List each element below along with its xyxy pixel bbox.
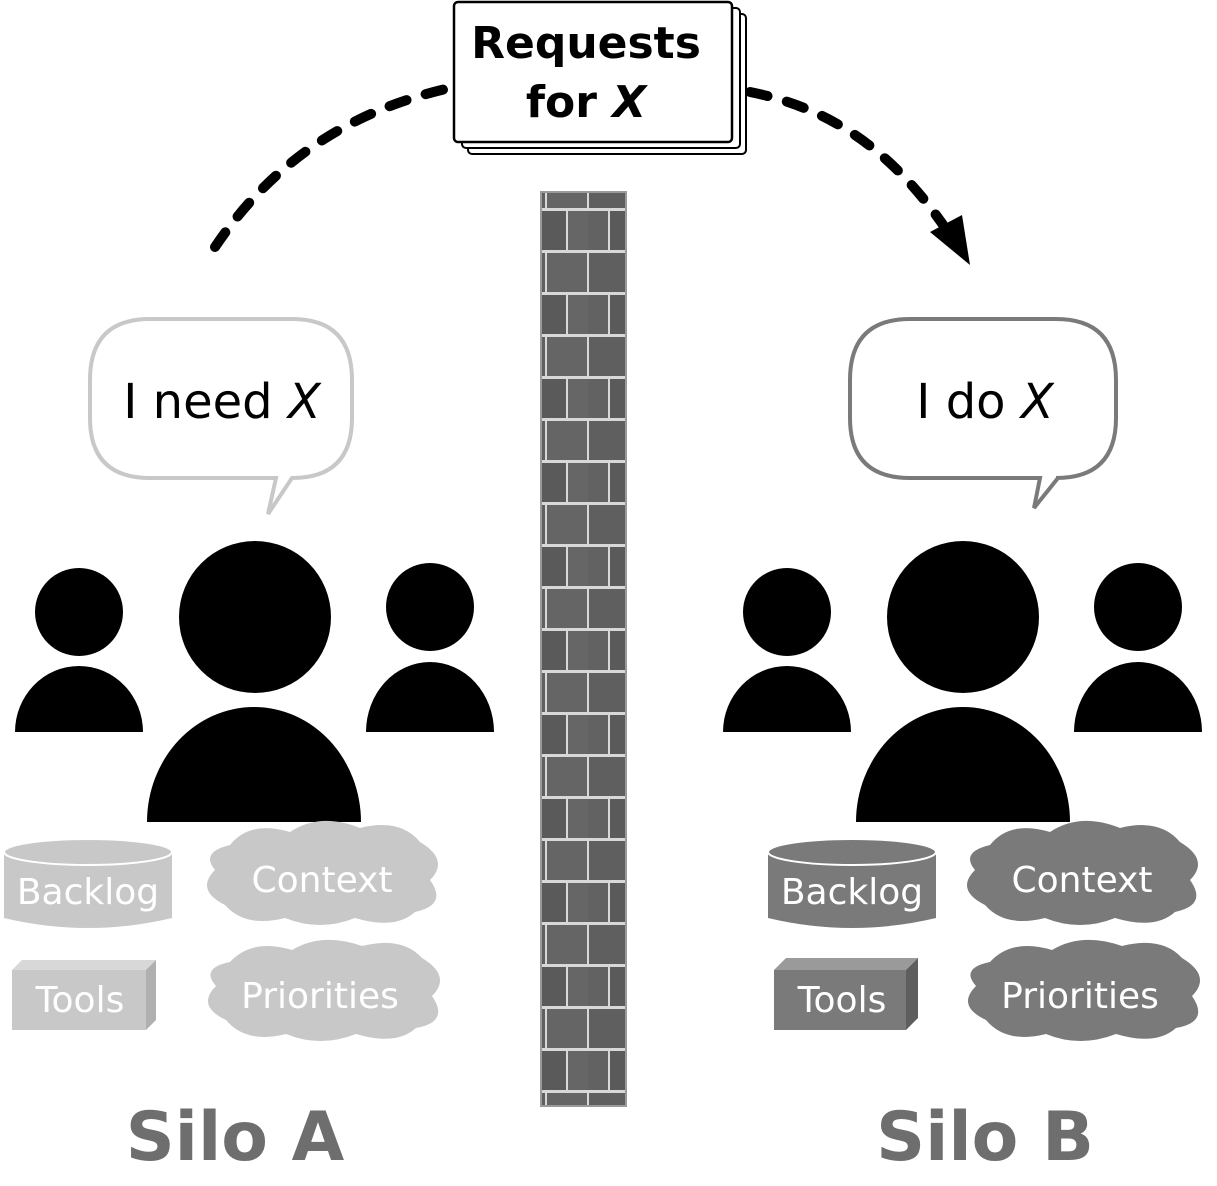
silo-b-person-center <box>856 541 1070 822</box>
request-card-line1: Requests <box>471 18 701 69</box>
silo-a-backlog-label: Backlog <box>17 872 159 913</box>
silo-b-person-right <box>1074 563 1202 732</box>
silo-a-context-cloud: Context <box>207 820 438 925</box>
request-arrow-head <box>930 215 970 265</box>
request-arrow-left-segment <box>210 83 455 252</box>
silo-b-priorities-cloud: Priorities <box>968 939 1200 1041</box>
silo-b-backlog-cylinder: Backlog <box>767 838 937 928</box>
silo-a-speech-bubble <box>88 317 354 516</box>
silo-a: I need X Backlog Context <box>3 317 494 1177</box>
silo-a-speech-text: I need X <box>123 374 322 430</box>
silo-b-tools-box: Tools <box>774 958 918 1030</box>
silo-b-tools-label: Tools <box>797 980 887 1021</box>
silo-b-person-left <box>723 568 851 732</box>
brick-wall <box>540 191 627 1107</box>
silo-a-context-label: Context <box>251 860 392 901</box>
silo-b-context-cloud: Context <box>967 820 1198 925</box>
silo-a-title: Silo A <box>126 1098 345 1177</box>
silo-a-priorities-cloud: Priorities <box>208 939 440 1041</box>
request-card-stack: Requests for X <box>452 0 747 155</box>
silo-b-priorities-label: Priorities <box>1001 976 1159 1017</box>
silo-b: I do X Backlog Context <box>723 317 1202 1177</box>
silo-b-backlog-label: Backlog <box>781 872 923 913</box>
silo-a-priorities-label: Priorities <box>241 976 399 1017</box>
silo-a-tools-box: Tools <box>12 960 156 1030</box>
request-arrow-right-segment <box>745 87 955 240</box>
silo-b-speech-text: I do X <box>916 374 1055 430</box>
request-card-line2: for X <box>526 77 648 128</box>
silo-a-tools-label: Tools <box>35 980 125 1021</box>
silo-b-context-label: Context <box>1011 860 1152 901</box>
silo-b-speech-bubble <box>848 317 1118 510</box>
silo-a-person-center <box>147 541 361 822</box>
silo-b-title: Silo B <box>876 1098 1094 1177</box>
silo-a-backlog-cylinder: Backlog <box>3 838 173 928</box>
silo-a-person-right <box>366 563 494 732</box>
silo-a-person-left <box>15 568 143 732</box>
